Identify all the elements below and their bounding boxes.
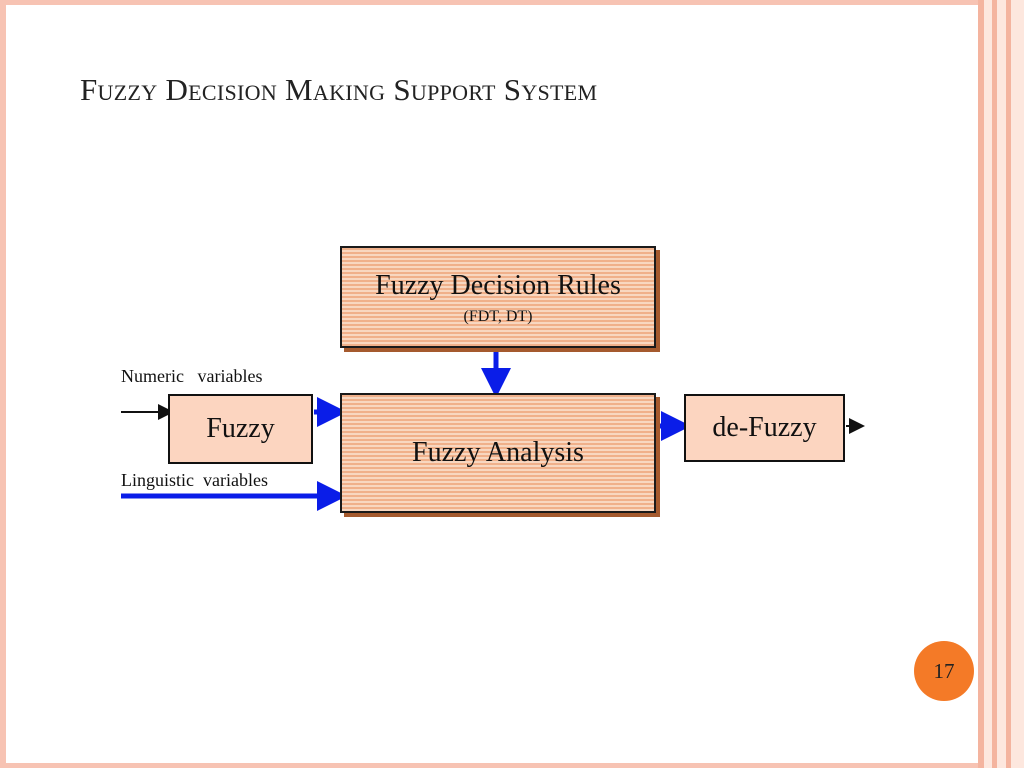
fuzzy-analysis-box: Fuzzy Analysis [340,393,656,513]
frame-stripe [1011,0,1024,768]
defuzzy-box: de-Fuzzy [684,394,845,462]
slide-title: Fuzzy Decision Making Support System [80,72,598,107]
rules-box-label: Fuzzy Decision Rules [375,270,621,301]
page-number-badge: 17 [914,641,974,701]
rules-box-sublabel: (FDT, DT) [463,308,533,325]
linguistic-variables-label: Linguistic variables [121,470,268,490]
frame-left-border [0,0,6,768]
frame-stripe [978,0,984,768]
numeric-variables-label: Numeric variables [121,366,263,386]
frame-stripe [984,0,992,768]
frame-stripe [992,0,997,768]
frame-stripe [1006,0,1011,768]
frame-stripe [997,0,1006,768]
fuzzy-box: Fuzzy [168,394,313,464]
fuzzy-decision-rules-box: Fuzzy Decision Rules (FDT, DT) [340,246,656,348]
frame-bottom-border [0,763,1024,768]
frame-top-border [0,0,1024,5]
analysis-box-label: Fuzzy Analysis [412,437,584,468]
